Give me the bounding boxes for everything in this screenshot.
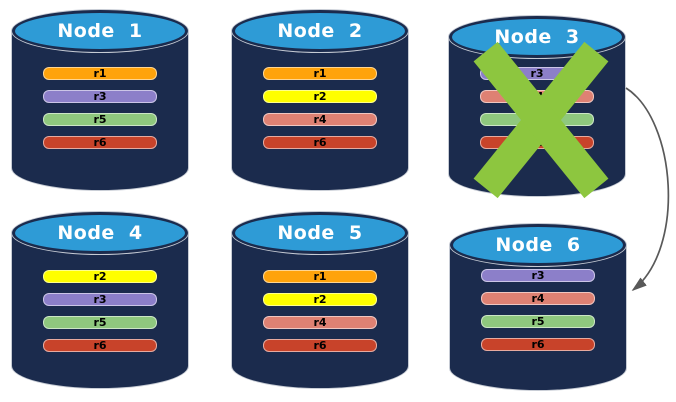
replica-bar-r6: r6 (263, 136, 377, 149)
node-1: Node 1 r1 r3 r5 r6 (12, 10, 188, 190)
replica-label: r3 (93, 90, 107, 103)
replica-label: r1 (313, 67, 327, 80)
node-2: Node 2 r1 r2 r4 r6 (232, 10, 408, 190)
node-title: Node 4 (57, 222, 143, 244)
replica-label: r2 (93, 270, 107, 283)
replica-bar-r2: r2 (43, 270, 157, 283)
node-title: Node 6 (495, 234, 581, 256)
database-cylinder-icon (232, 31, 408, 190)
replica-list: r1 r2 r4 r6 (263, 67, 377, 159)
replica-bar-r3: r3 (43, 293, 157, 306)
replica-label: r1 (313, 270, 327, 283)
cylinder-top-ellipse: Node 2 (232, 10, 408, 52)
replica-label: r5 (93, 113, 107, 126)
replica-bar-r4: r4 (481, 292, 595, 305)
replica-bar-r4: r4 (263, 113, 377, 126)
replica-label: r6 (313, 136, 327, 149)
failure-x-icon (473, 41, 609, 198)
node-title: Node 2 (277, 20, 363, 42)
node-title: Node 3 (494, 26, 580, 48)
replica-bar-r6: r6 (263, 339, 377, 352)
node-3: Node 3r3r4r5r6 (449, 16, 625, 198)
replica-list: r1 r2 r4 r6 (263, 270, 377, 362)
replica-label: r4 (313, 316, 327, 329)
replica-bar-r3: r3 (481, 269, 595, 282)
database-cylinder-icon (12, 233, 188, 388)
replica-label: r2 (313, 293, 327, 306)
replica-bar-r6: r6 (481, 338, 595, 351)
replica-bar-r4: r4 (263, 316, 377, 329)
replica-bar-r1: r1 (43, 67, 157, 80)
cylinder-top-ellipse: Node 5 (232, 212, 408, 254)
cylinder-top-ellipse: Node 1 (12, 10, 188, 52)
replica-list: r3 r4 r5 r6 (481, 269, 595, 361)
replica-bar-r6: r6 (43, 339, 157, 352)
node-5: Node 5 r1 r2 r4 r6 (232, 212, 408, 388)
replica-label: r6 (313, 339, 327, 352)
replica-label: r5 (531, 315, 545, 328)
replica-bar-r5: r5 (43, 113, 157, 126)
replica-label: r5 (93, 316, 107, 329)
replica-label: r3 (93, 293, 107, 306)
node-title: Node 1 (57, 20, 143, 42)
replica-list: r1 r3 r5 r6 (43, 67, 157, 159)
replica-list: r2 r3 r5 r6 (43, 270, 157, 362)
replica-label: r4 (531, 292, 545, 305)
database-cylinder-icon (232, 233, 408, 388)
cylinder-top-ellipse: Node 6 (450, 224, 626, 266)
replica-label: r6 (531, 338, 545, 351)
replica-label: r6 (93, 339, 107, 352)
replica-bar-r5: r5 (43, 316, 157, 329)
node-title: Node 5 (277, 222, 363, 244)
replica-label: r1 (93, 67, 107, 80)
replica-bar-r3: r3 (43, 90, 157, 103)
replica-bar-r5: r5 (481, 315, 595, 328)
replica-bar-r1: r1 (263, 270, 377, 283)
replica-bar-r2: r2 (263, 90, 377, 103)
cylinder-top-ellipse: Node 4 (12, 212, 188, 254)
replica-label: r3 (531, 269, 545, 282)
node-6: Node 6 r3 r4 r5 r6 (450, 224, 626, 390)
node-4: Node 4 r2 r3 r5 r6 (12, 212, 188, 388)
replica-label: r2 (313, 90, 327, 103)
database-cylinder-icon (12, 31, 188, 190)
replica-bar-r1: r1 (263, 67, 377, 80)
replica-label: r4 (313, 113, 327, 126)
replica-label: r3 (530, 67, 544, 80)
replica-bar-r6: r6 (43, 136, 157, 149)
replica-bar-r2: r2 (263, 293, 377, 306)
replica-label: r6 (93, 136, 107, 149)
